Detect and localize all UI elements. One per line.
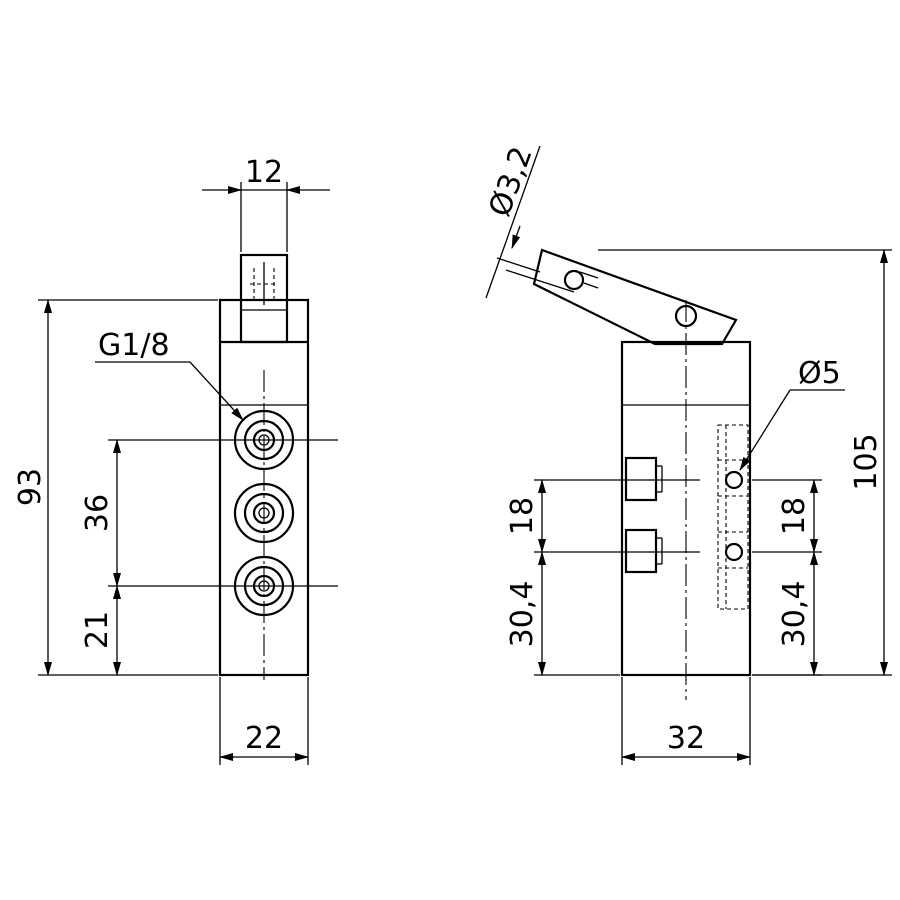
dim-front-port-bottom: 21 — [80, 611, 115, 649]
dim-side-spacing-left: 18 — [505, 497, 540, 535]
front-port-2 — [233, 482, 295, 544]
lever-pin-hole — [563, 269, 585, 291]
dim-front-overall-height: 93 — [13, 468, 48, 506]
dim-side-port-diameter: Ø5 — [798, 356, 841, 391]
side-lever — [532, 248, 738, 346]
front-plunger — [239, 253, 289, 344]
front-pin-hidden — [250, 262, 278, 305]
side-fitting-2 — [624, 528, 663, 574]
dim-side-bottom-right: 30,4 — [777, 581, 812, 648]
dim-side-overall-height: 105 — [849, 433, 884, 490]
dim-side-width-body: 32 — [667, 721, 705, 756]
label-port-thread: G1/8 — [98, 328, 170, 363]
dim-front-width-body: 22 — [245, 721, 283, 756]
dim-front-width-top: 12 — [245, 155, 283, 190]
side-port-1 — [724, 470, 744, 490]
dim-side-spacing-right: 18 — [777, 497, 812, 535]
side-port-2 — [724, 542, 744, 562]
side-spool-hidden — [717, 424, 749, 610]
dim-side-pin-diameter: Ø3,2 — [482, 142, 539, 221]
dim-front-port-spacing: 36 — [80, 494, 115, 532]
dim-side-bottom-left: 30,4 — [505, 581, 540, 648]
front-view: 12 G1/8 93 36 21 22 — [13, 155, 338, 765]
side-view: Ø3,2 Ø5 105 18 30,4 18 30,4 — [482, 142, 892, 765]
side-fitting-1 — [624, 456, 663, 502]
